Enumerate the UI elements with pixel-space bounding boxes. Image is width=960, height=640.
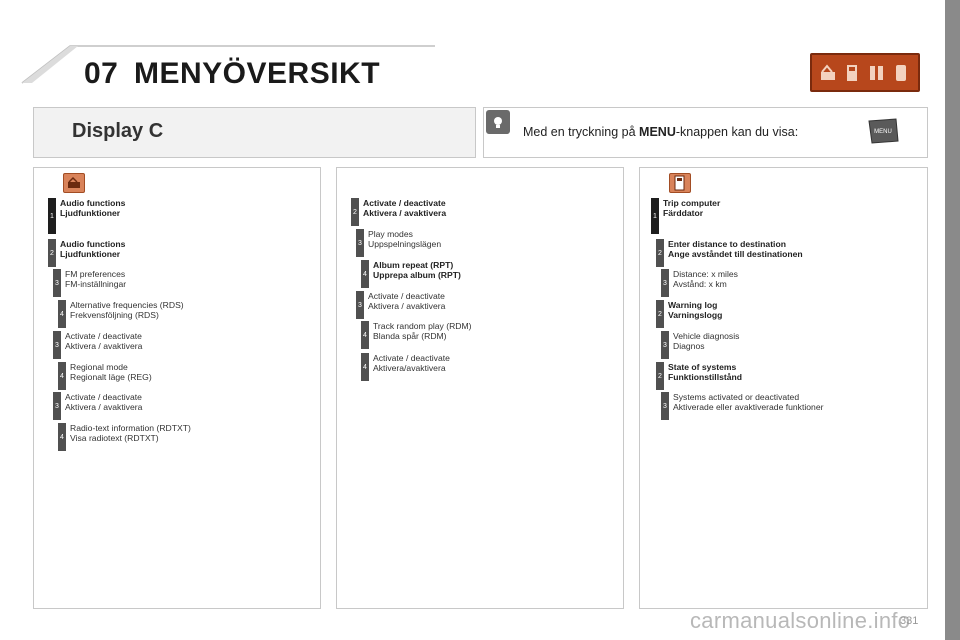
page-number: 331 xyxy=(900,615,919,627)
audio-icon xyxy=(63,173,85,193)
page-edge-bar xyxy=(945,0,960,640)
phone-icon xyxy=(891,62,911,84)
menu-key-icon: MENU xyxy=(868,118,899,144)
menu-instruction-box xyxy=(483,107,928,158)
menu-instruction-text: Med en tryckning på MENU-knappen kan du … xyxy=(523,125,799,139)
display-title: Display C xyxy=(72,120,164,142)
lightbulb-icon xyxy=(486,110,510,134)
svg-text:MENU: MENU xyxy=(874,129,892,135)
display-title-box xyxy=(33,107,476,158)
chapter-title: MENYÖVERSIKT xyxy=(134,57,381,90)
audio-icon xyxy=(819,62,839,84)
chapter-number: 07 xyxy=(84,57,119,90)
watermark: carmanualsonline.info xyxy=(690,608,911,633)
settings-icon xyxy=(867,62,887,84)
chapter-tab-shape xyxy=(21,45,435,84)
menu-icon-strip xyxy=(810,53,920,92)
fuel-icon xyxy=(843,62,863,84)
fuel-icon xyxy=(669,173,691,193)
